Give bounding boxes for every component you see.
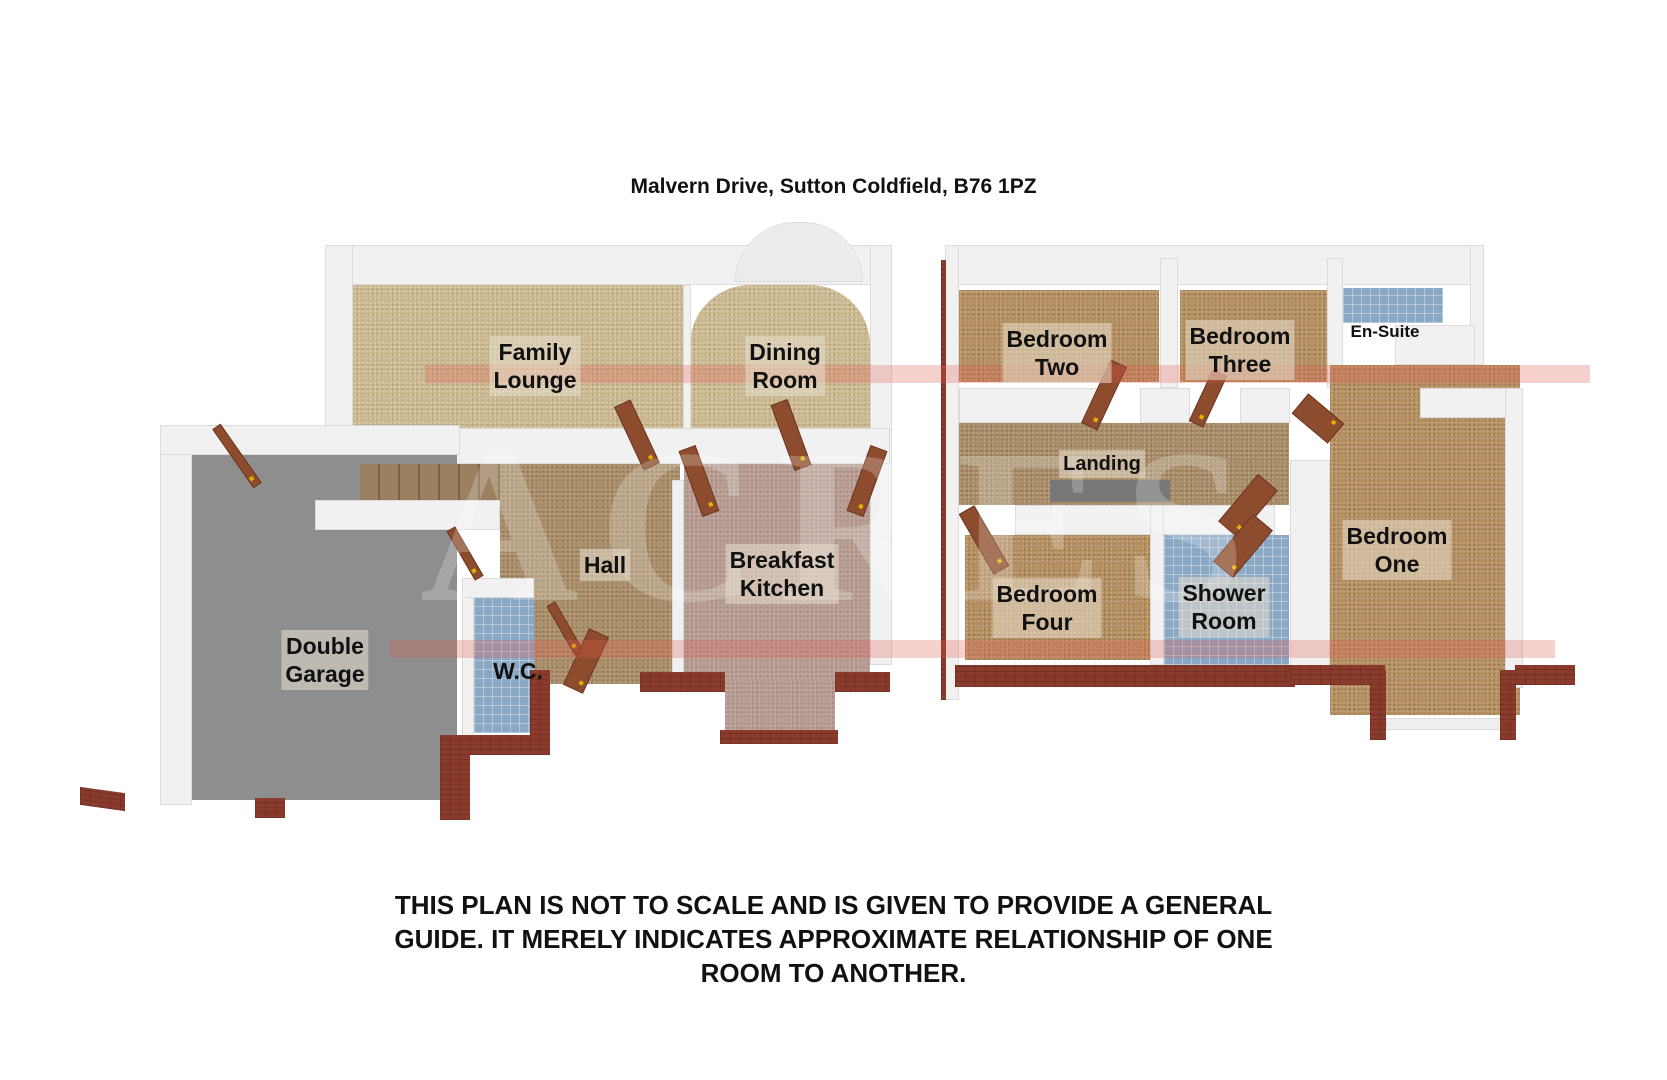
wall (1240, 388, 1290, 423)
label-dining-room: Dining Room (745, 336, 825, 396)
wall (945, 245, 1480, 285)
wall (462, 578, 474, 738)
first-floor-plan (0, 0, 1667, 800)
label-wc: W.C. (493, 658, 543, 684)
label-bedroom-two: Bedroom Two (1002, 323, 1112, 383)
wall (1140, 388, 1190, 423)
kitchen-bay (725, 680, 835, 730)
room-landing[interactable] (959, 423, 1289, 505)
wall (1327, 258, 1343, 388)
label-en-suite: En-Suite (1350, 322, 1420, 341)
landing-stairwell (1050, 480, 1170, 502)
room-en-suite[interactable] (1343, 288, 1443, 323)
label-bedroom-four: Bedroom Four (992, 578, 1102, 638)
brick-wall (955, 665, 1295, 687)
wall (325, 245, 353, 430)
plan-title: Malvern Drive, Sutton Coldfield, B76 1PZ (630, 175, 1037, 198)
brick-wall (440, 735, 470, 820)
wall (1420, 388, 1520, 418)
wall (1015, 505, 1155, 535)
disclaimer-text: THIS PLAN IS NOT TO SCALE AND IS GIVEN T… (394, 890, 1273, 988)
label-bedroom-one: Bedroom One (1342, 520, 1452, 580)
brick-wall (1500, 670, 1516, 740)
brick-wall (1290, 665, 1385, 685)
wall (672, 480, 684, 685)
label-bedroom-three: Bedroom Three (1185, 320, 1295, 380)
label-hall: Hall (579, 549, 631, 581)
wall (1290, 460, 1330, 670)
brick-wall (640, 672, 725, 692)
room-wc[interactable] (474, 598, 534, 733)
brick-wall (941, 260, 946, 700)
wall (1505, 388, 1523, 688)
label-landing: Landing (1059, 450, 1145, 478)
brick-wall (1515, 665, 1575, 685)
label-shower-room: Shower Room (1178, 577, 1270, 637)
brick-wall (255, 798, 285, 818)
wall (1160, 258, 1178, 388)
label-family-lounge: Family Lounge (489, 336, 581, 396)
wall (945, 245, 959, 700)
brick-wall (720, 730, 838, 744)
brick-wall (1370, 670, 1386, 740)
wall (1395, 325, 1475, 365)
wall (959, 388, 1099, 423)
wall (160, 425, 460, 455)
label-breakfast-kitchen: Breakfast Kitchen (725, 544, 839, 604)
bay-window (1386, 718, 1506, 730)
label-double-garage: Double Garage (281, 630, 369, 690)
wall (462, 578, 534, 598)
staircase (360, 464, 520, 506)
wall (1150, 505, 1164, 665)
brick-wall (470, 735, 530, 755)
wall (315, 500, 500, 530)
brick-wall (835, 672, 890, 692)
brick-wall (530, 670, 550, 755)
wall (160, 425, 192, 805)
folding-partition (683, 285, 691, 435)
